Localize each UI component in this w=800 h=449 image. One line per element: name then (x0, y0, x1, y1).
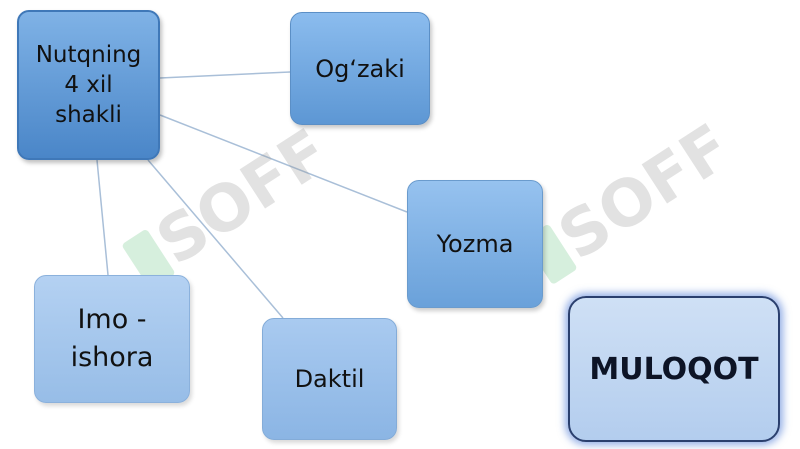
node-ogzaki-label: Og‘zaki (315, 54, 405, 83)
node-muloqot-label: MULOQOT (589, 351, 759, 387)
node-yozma-label: Yozma (436, 230, 514, 258)
node-imo-line-1: Imo - (77, 304, 147, 335)
node-ogzaki: Og‘zaki (290, 12, 430, 125)
node-main-line-3: shakli (55, 102, 122, 128)
node-main-line-1: Nutqning (35, 42, 142, 68)
connector-main-daktil (147, 159, 284, 319)
node-main-text: Nutqning 4 xil shakli (36, 40, 142, 130)
connector-main-imo (96, 159, 109, 276)
node-daktil: Daktil (262, 318, 397, 440)
node-yozma: Yozma (407, 180, 543, 308)
connector-main-yozma (159, 114, 408, 213)
node-nutqning-shakli: Nutqning 4 xil shakli (17, 10, 160, 160)
node-imo-ishora: Imo - ishora (34, 275, 190, 403)
node-muloqot: MULOQOT (568, 296, 780, 442)
node-daktil-label: Daktil (294, 365, 365, 393)
node-imo-text: Imo - ishora (71, 301, 154, 377)
node-imo-line-2: ishora (70, 342, 154, 373)
connector-main-ogzaki (159, 71, 291, 79)
node-main-line-2: 4 xil (64, 72, 113, 98)
